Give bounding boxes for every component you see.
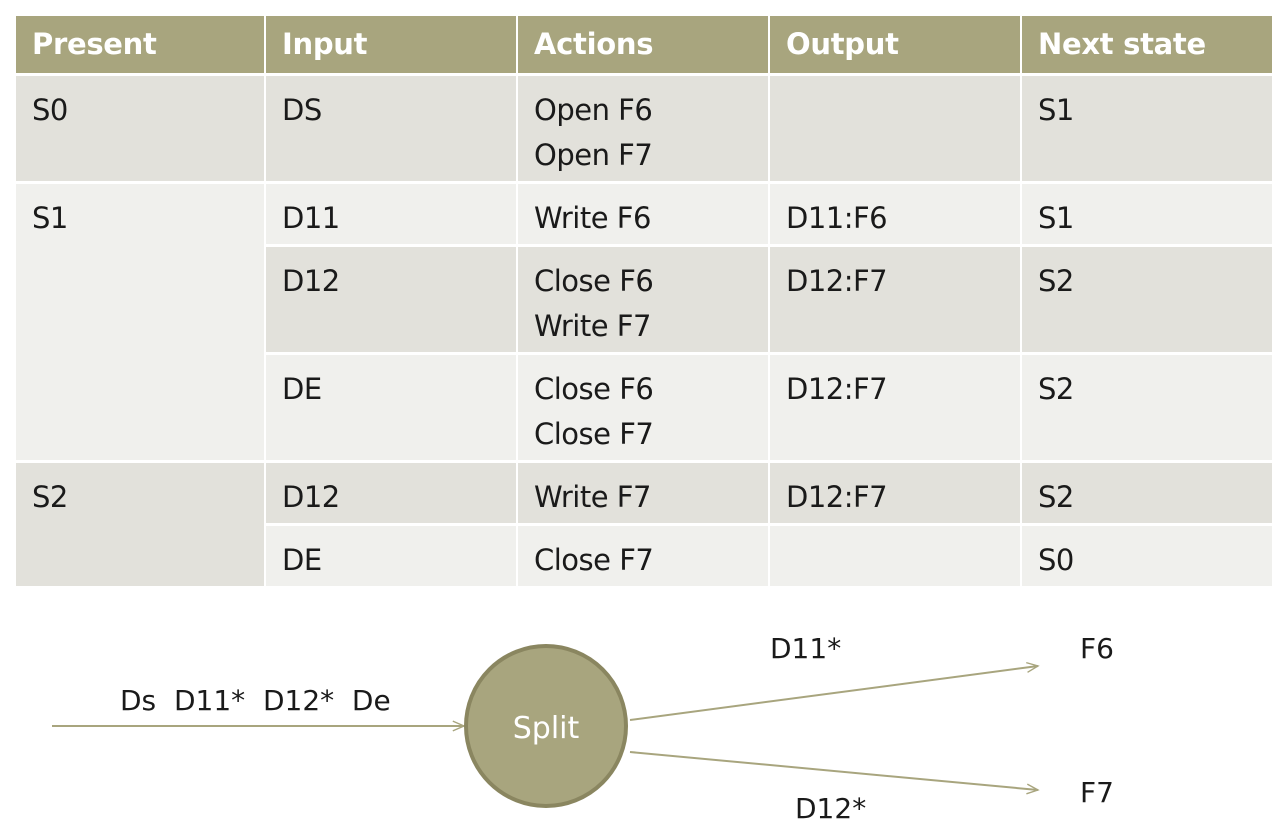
cell-next-state: S1: [1022, 76, 1272, 181]
cell-next-state: S2: [1022, 247, 1272, 352]
cell-actions: Write F7: [518, 463, 768, 523]
cell-output: D12:F7: [770, 247, 1020, 352]
cell-input: DE: [266, 355, 516, 460]
cell-output: [770, 526, 1020, 586]
cell-actions: Close F6 Write F7: [518, 247, 768, 352]
action-line: Write F7: [534, 309, 651, 343]
action-line: Close F7: [534, 543, 654, 577]
header-output: Output: [770, 16, 1020, 73]
d12-edge-label: D12*: [795, 792, 866, 825]
f6-arrow: [629, 666, 1038, 721]
header-actions: Actions: [518, 16, 768, 73]
action-line: Write F6: [534, 201, 651, 235]
cell-next-state: S1: [1022, 184, 1272, 244]
header-input: Input: [266, 16, 516, 73]
split-node: [464, 644, 628, 808]
cell-input: D12: [266, 247, 516, 352]
action-line: Close F6: [534, 264, 654, 298]
cell-present-state: S2: [16, 463, 264, 586]
cell-actions: Open F6 Open F7: [518, 76, 768, 181]
action-line: Open F6: [534, 93, 653, 127]
cell-actions: Write F6: [518, 184, 768, 244]
d11-edge-label: D11*: [770, 632, 841, 665]
cell-input: DS: [266, 76, 516, 181]
cell-input: DE: [266, 526, 516, 586]
cell-actions: Close F6 Close F7: [518, 355, 768, 460]
state-transition-table: Present state Input Actions Output Next …: [16, 16, 1272, 586]
cell-next-state: S2: [1022, 463, 1272, 523]
cell-output: D11:F6: [770, 184, 1020, 244]
split-flow-diagram: Ds D11* D12* De Split D11* F6 D12* F7: [52, 632, 1114, 825]
input-stream-label: Ds D11* D12* De: [120, 684, 391, 717]
header-next-state: Next state: [1022, 16, 1272, 73]
action-line: Close F6: [534, 372, 654, 406]
action-line: Write F7: [534, 480, 651, 514]
cell-present-state: S1: [16, 184, 264, 460]
cell-output: D12:F7: [770, 355, 1020, 460]
cell-actions: Close F7: [518, 526, 768, 586]
cell-next-state: S2: [1022, 355, 1272, 460]
action-line: Close F7: [534, 417, 654, 451]
cell-present-state: S0: [16, 76, 264, 181]
cell-input: D12: [266, 463, 516, 523]
header-present-state: Present state: [16, 16, 264, 106]
cell-input: D11: [266, 184, 516, 244]
cell-next-state: S0: [1022, 526, 1272, 586]
f7-target-label: F7: [1080, 776, 1114, 809]
f6-target-label: F6: [1080, 632, 1114, 665]
cell-output: [770, 76, 1020, 181]
f7-arrow: [629, 751, 1038, 790]
cell-output: D12:F7: [770, 463, 1020, 523]
split-node-label: Split: [513, 711, 580, 746]
action-line: Open F7: [534, 138, 653, 172]
